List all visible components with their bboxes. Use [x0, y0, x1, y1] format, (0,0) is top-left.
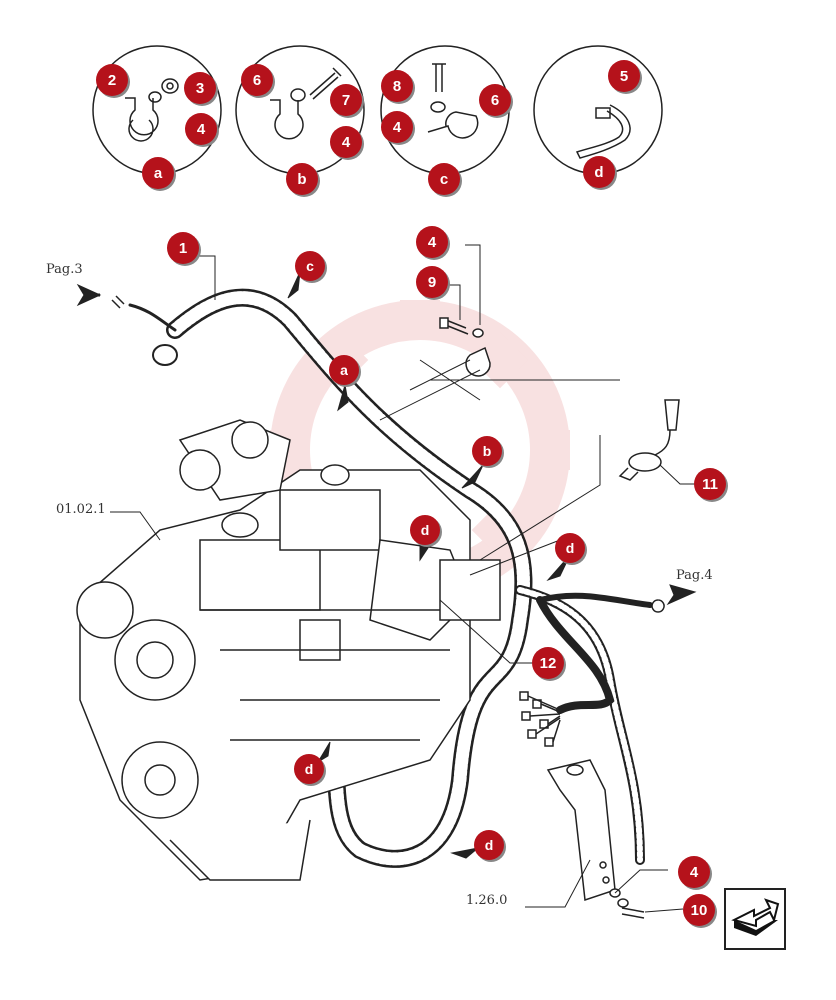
- callout-7: 7: [330, 84, 362, 116]
- detail-circle-d: [533, 45, 663, 175]
- callout-d: d: [583, 156, 615, 188]
- callout-8: 8: [381, 70, 413, 102]
- callout-4: 4: [330, 126, 362, 158]
- marker-d: d: [555, 533, 585, 563]
- marker-d: d: [474, 830, 504, 860]
- callout-9: 9: [416, 266, 448, 298]
- callout-4: 4: [381, 111, 413, 143]
- callout-10: 10: [683, 894, 715, 926]
- leader-lines: [110, 244, 695, 913]
- callout-12: 12: [532, 647, 564, 679]
- wiring-harness: [128, 288, 653, 868]
- ref-pag4[interactable]: Pag.4: [676, 568, 713, 583]
- next-page-button[interactable]: [724, 888, 786, 950]
- ref-pag3[interactable]: Pag.3: [46, 262, 83, 277]
- callout-6: 6: [241, 64, 273, 96]
- callout-2: 2: [96, 64, 128, 96]
- callout-c: c: [428, 163, 460, 195]
- marker-c: c: [295, 251, 325, 281]
- ref-01-02-1[interactable]: 01.02.1: [56, 502, 106, 517]
- callout-4: 4: [416, 226, 448, 258]
- engine-block: [76, 419, 501, 881]
- callout-b: b: [286, 163, 318, 195]
- next-page-arrow-icon: [731, 898, 780, 936]
- ref-1-26-0[interactable]: 1.26.0: [466, 893, 508, 908]
- marker-d: d: [410, 515, 440, 545]
- callout-6: 6: [479, 84, 511, 116]
- callout-1: 1: [167, 232, 199, 264]
- marker-a: a: [329, 355, 359, 385]
- callout-4: 4: [185, 113, 217, 145]
- bracket: [546, 759, 616, 902]
- sensor-11: [618, 399, 680, 481]
- callout-a: a: [142, 157, 174, 189]
- hardware: [111, 295, 665, 919]
- callout-3: 3: [184, 72, 216, 104]
- callout-4: 4: [678, 856, 710, 888]
- connector-cluster: [519, 691, 561, 747]
- marker-b: b: [472, 436, 502, 466]
- callout-11: 11: [694, 468, 726, 500]
- callout-5: 5: [608, 60, 640, 92]
- marker-d: d: [294, 754, 324, 784]
